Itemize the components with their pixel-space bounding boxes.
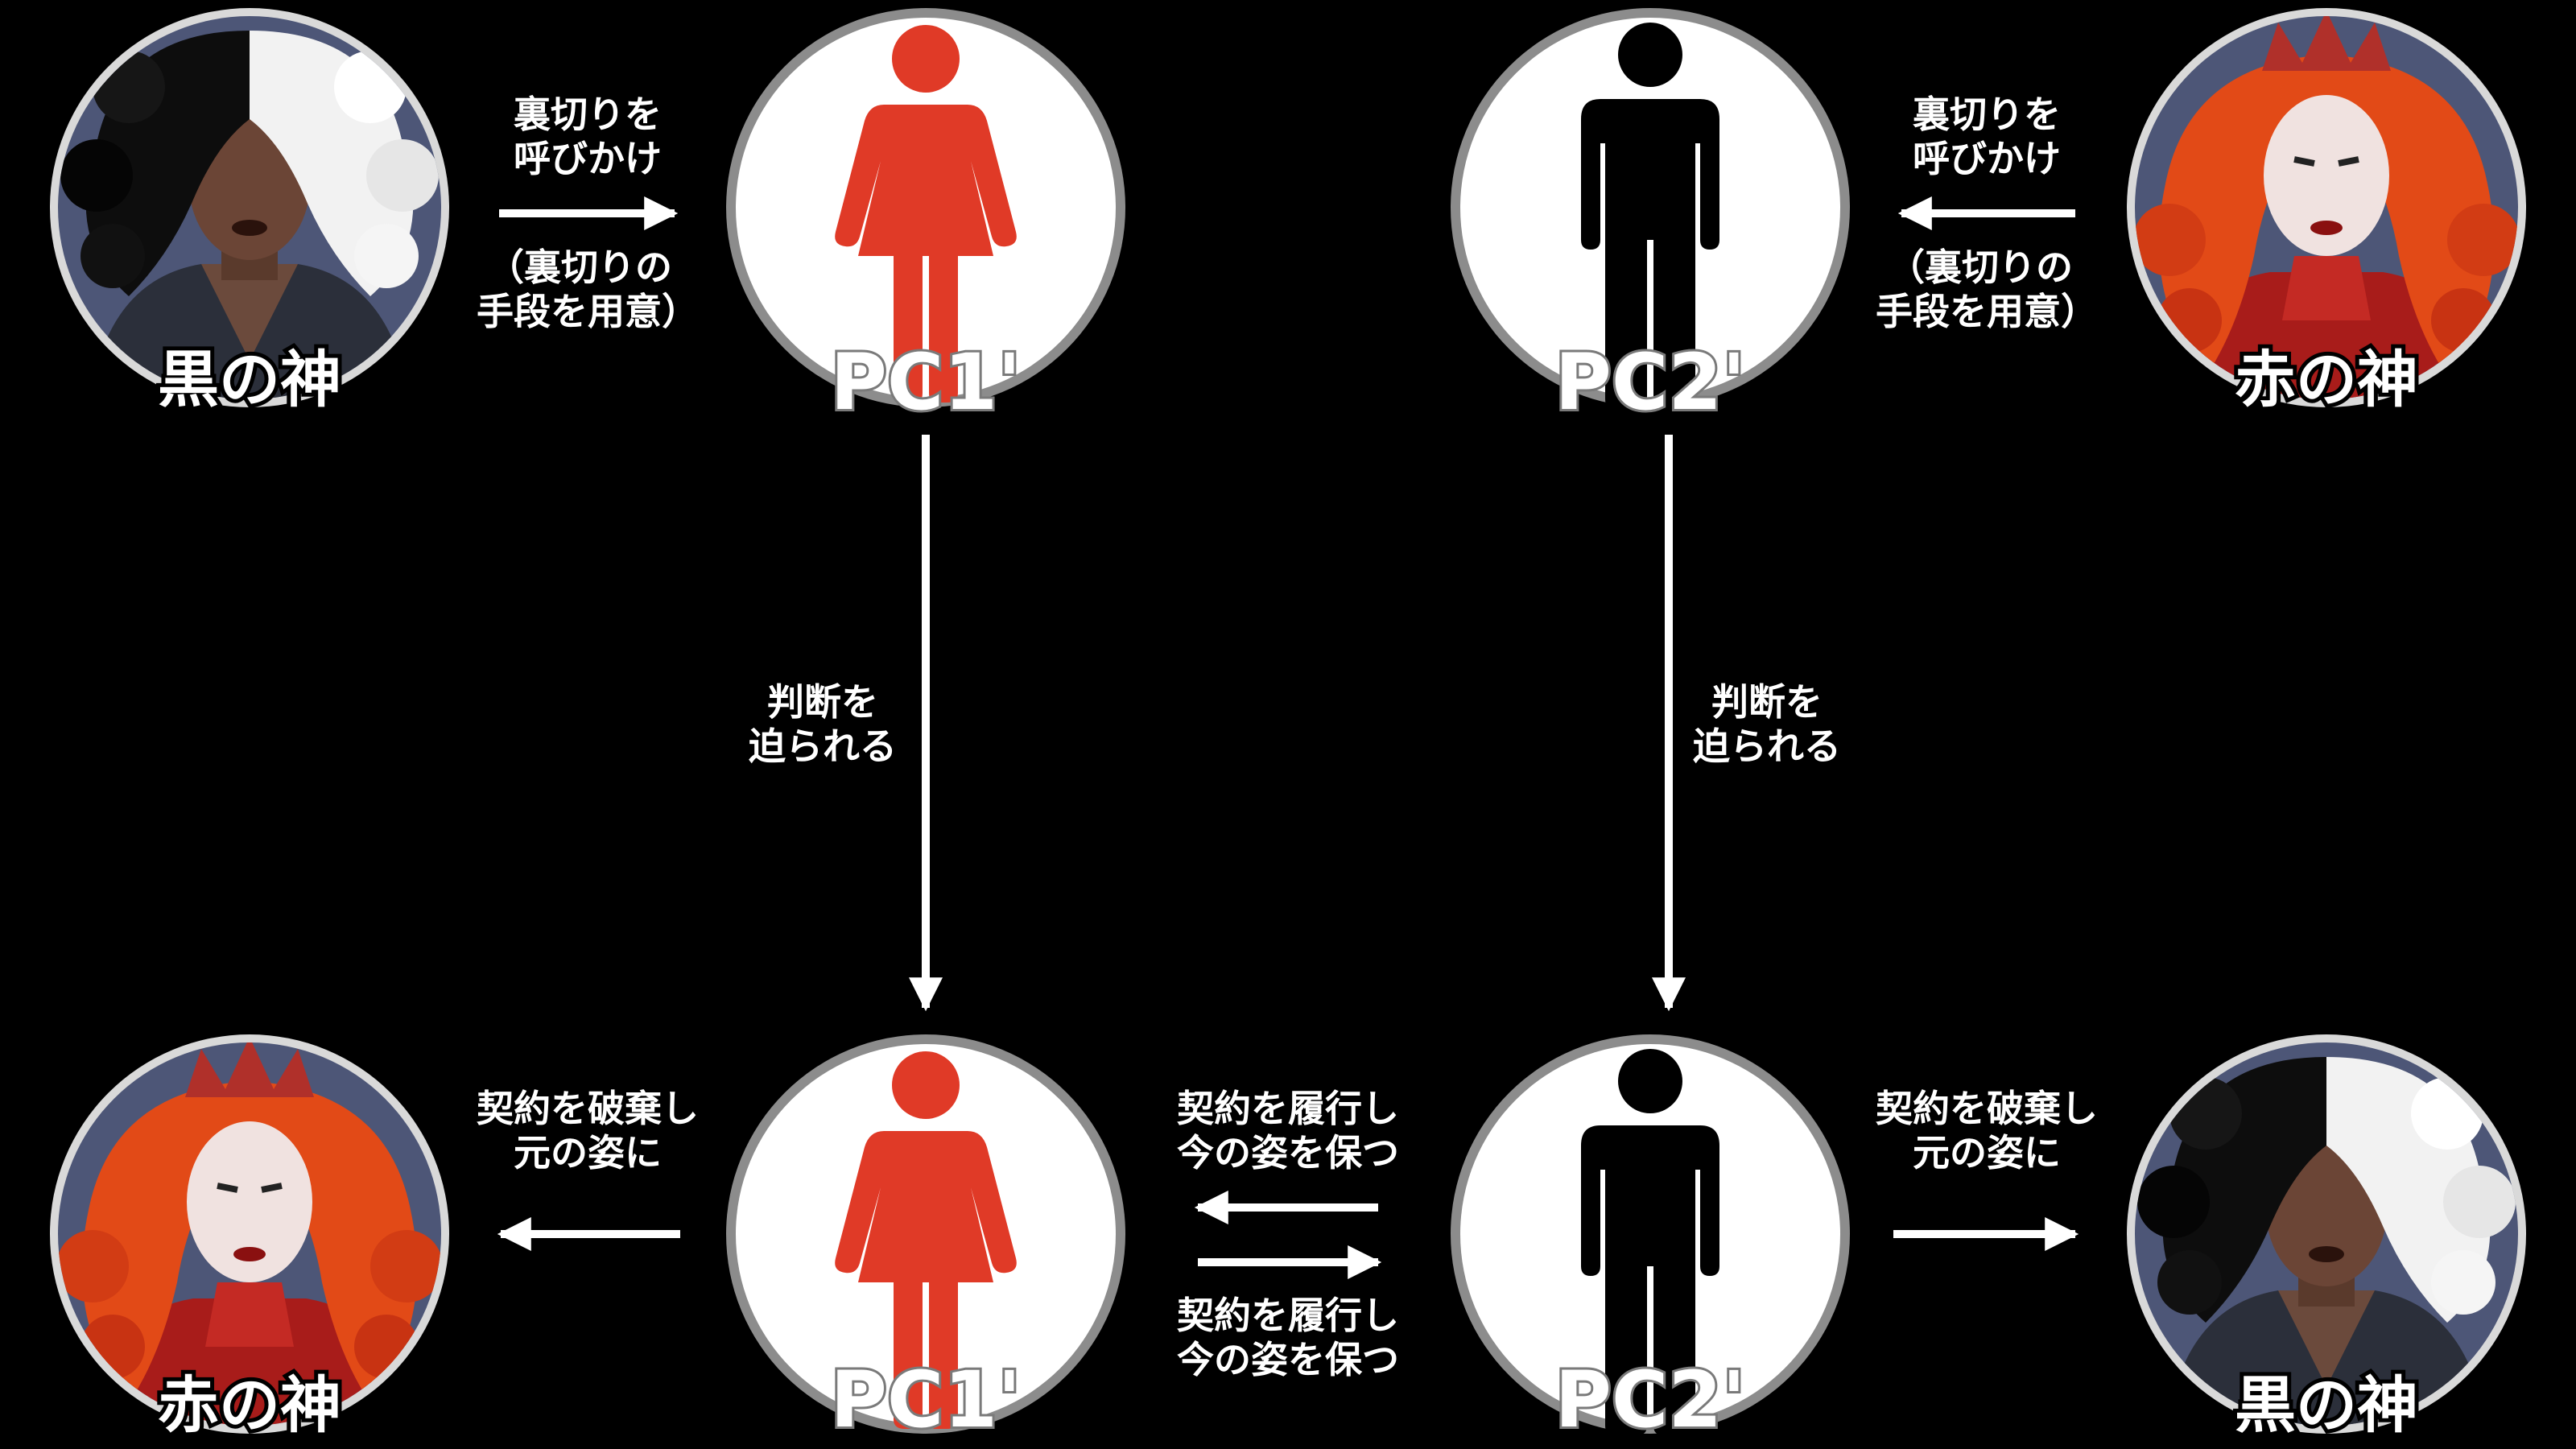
edge-pc1-to-red: 契約を破棄し 元の姿に xyxy=(477,1087,699,1251)
edge-pc1-down: 判断を 迫られる xyxy=(749,435,943,1012)
edge-label: 今の姿を保つ xyxy=(1177,1131,1399,1174)
node-label: 赤の神 xyxy=(158,1369,341,1441)
node-black-god-top: 黒の神 xyxy=(50,8,449,419)
edge-label: 元の姿に xyxy=(1913,1131,2061,1174)
edge-label: 判断を xyxy=(767,680,878,724)
node-pc1-bottom: PC1' xyxy=(726,1034,1125,1447)
node-label: 黒の神 xyxy=(158,344,341,415)
edge-note: （裏切りの xyxy=(487,246,672,289)
edge-pc2-down: 判断を 迫られる xyxy=(1652,435,1841,1012)
edge-label: 呼びかけ xyxy=(514,137,662,180)
edge-pc2-to-pc1: 契約を履行し 今の姿を保つ xyxy=(1177,1087,1399,1224)
edge-label: 呼びかけ xyxy=(1913,137,2061,180)
node-black-god-bottom: 黒の神 xyxy=(2127,1034,2526,1445)
node-label: 赤の神 xyxy=(2235,344,2418,415)
edge-note: （裏切りの xyxy=(1888,246,2073,289)
edge-label: 元の姿に xyxy=(514,1131,662,1174)
edge-label: 裏切りを xyxy=(514,93,662,136)
edge-red-to-pc2: 裏切りを 呼びかけ （裏切りの 手段を用意） xyxy=(1876,93,2098,333)
edge-label: 今の姿を保つ xyxy=(1177,1338,1399,1381)
node-label: PC1' xyxy=(831,337,1022,427)
edge-label: 裏切りを xyxy=(1913,93,2061,136)
node-pc2-top: PC2' xyxy=(1451,8,1850,430)
edge-label: 契約を履行し xyxy=(1177,1087,1399,1130)
node-red-god-bottom: 赤の神 xyxy=(50,1034,449,1445)
edge-label: 迫られる xyxy=(1693,724,1841,768)
edge-black-to-pc1: 裏切りを 呼びかけ （裏切りの 手段を用意） xyxy=(477,93,699,333)
node-label: PC1' xyxy=(831,1355,1022,1445)
node-label: PC2' xyxy=(1555,1355,1746,1445)
node-pc2-bottom: PC2' xyxy=(1451,1034,1850,1447)
edge-pc1-to-pc2: 契約を履行し 今の姿を保つ xyxy=(1177,1245,1399,1381)
node-pc1-top: PC1' xyxy=(726,8,1125,430)
edge-pc2-to-black: 契約を破棄し 元の姿に xyxy=(1876,1087,2098,1251)
edge-note: 手段を用意） xyxy=(477,290,699,333)
edge-label: 迫られる xyxy=(749,724,897,768)
edge-label: 契約を履行し xyxy=(1177,1294,1399,1337)
edge-label: 契約を破棄し xyxy=(477,1087,699,1130)
edge-note: 手段を用意） xyxy=(1876,290,2098,333)
node-red-god-top: 赤の神 xyxy=(2127,8,2526,419)
edge-label: 契約を破棄し xyxy=(1876,1087,2098,1130)
edge-label: 判断を xyxy=(1711,680,1823,724)
node-label: PC2' xyxy=(1555,337,1746,427)
node-label: 黒の神 xyxy=(2235,1369,2418,1441)
